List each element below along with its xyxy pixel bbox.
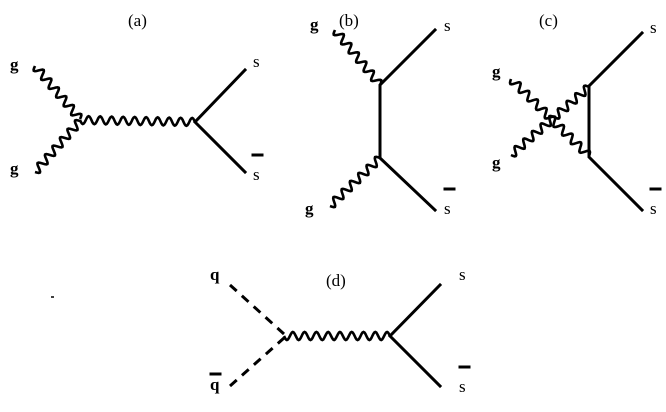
quark-lines	[587, 30, 645, 213]
diagram-d-label: (d)	[326, 271, 346, 290]
diagram-d: (d) q q s s	[209, 265, 471, 396]
gluon-label: g	[305, 199, 314, 218]
gluon-propagator	[282, 330, 392, 342]
antiquark-label: q	[210, 375, 220, 394]
gluon-line	[332, 29, 383, 86]
gluon-line	[32, 65, 83, 120]
quark-lines	[192, 67, 248, 175]
anti-strange-quark-label: s	[444, 199, 451, 218]
anti-strange-quark-label: s	[253, 165, 260, 184]
anti-strange-quark-label: s	[650, 199, 657, 218]
gluon-label: g	[492, 153, 501, 172]
strange-quark-label: s	[444, 16, 451, 35]
gluon-label: g	[10, 55, 19, 74]
gluon-line	[34, 118, 81, 175]
gluon-label: g	[10, 159, 19, 178]
diagram-a: (a) g g s s	[10, 11, 264, 184]
anti-strange-quark-label: s	[459, 377, 466, 396]
diagram-a-label: (a)	[128, 11, 147, 30]
diagram-c-label: (c)	[539, 11, 558, 30]
gluon-label: g	[492, 62, 501, 81]
quark-label: q	[210, 265, 220, 284]
antiquark-line	[229, 336, 285, 388]
quark-lines	[378, 27, 438, 213]
gluon-line	[510, 84, 590, 158]
strange-quark-label: s	[650, 18, 657, 37]
gluon-propagator	[78, 114, 197, 128]
diagram-b-label: (b)	[339, 11, 359, 30]
quark-lines	[387, 282, 443, 389]
gluon-line	[329, 155, 381, 209]
diagram-b: (b) g g s s	[305, 11, 456, 218]
strange-quark-label: s	[253, 52, 260, 71]
diagram-c: (c) g g s s	[492, 11, 662, 218]
strange-quark-label: s	[459, 265, 466, 284]
gluon-label: g	[310, 15, 319, 34]
quark-line	[228, 283, 286, 336]
